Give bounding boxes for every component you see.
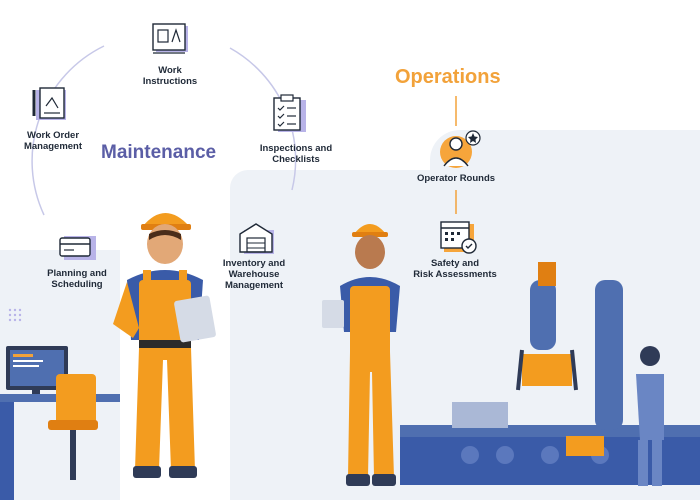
label-inspections-checklists: Inspections and Checklists — [248, 143, 344, 165]
label-line: Warehouse — [228, 269, 280, 280]
operations-worker-illustration — [322, 224, 400, 486]
blueprint-icon — [150, 22, 192, 58]
cards-icon — [58, 230, 100, 266]
operations-heading: Operations — [395, 66, 501, 88]
label-work-order-management: Work Order Management — [10, 130, 96, 152]
label-line: Scheduling — [51, 279, 103, 290]
warehouse-icon — [238, 222, 278, 256]
label-line: Risk Assessments — [413, 269, 497, 280]
desk-illustration — [0, 346, 120, 500]
label-planning-scheduling: Planning and Scheduling — [36, 268, 118, 290]
calendar-check-icon — [438, 218, 480, 256]
label-line: Inventory and — [222, 258, 286, 269]
label-line: Management — [224, 280, 284, 291]
label-line: Management — [23, 141, 83, 152]
label-operator-rounds: Operator Rounds — [410, 173, 502, 184]
label-line: Work — [158, 65, 182, 76]
dot-grid-decoration — [8, 308, 22, 322]
robot-conveyor-illustration — [400, 262, 700, 486]
clipboard-checklist-icon — [268, 94, 310, 134]
label-line: Operator Rounds — [416, 173, 496, 184]
label-line: Work Order — [26, 130, 80, 141]
operator-star-icon — [436, 130, 482, 170]
label-line: Instructions — [142, 76, 198, 87]
label-line: Safety and — [430, 258, 480, 269]
label-work-instructions: Work Instructions — [130, 65, 210, 87]
pencil-document-icon — [30, 86, 72, 122]
label-safety-risk: Safety and Risk Assessments — [400, 258, 510, 280]
label-line: Checklists — [272, 154, 320, 165]
label-line: Planning and — [47, 268, 107, 279]
maintenance-heading: Maintenance — [101, 142, 217, 163]
label-line: Inspections and — [259, 143, 333, 154]
label-inventory-warehouse: Inventory and Warehouse Management — [206, 258, 302, 291]
maintenance-worker-illustration — [113, 213, 216, 478]
